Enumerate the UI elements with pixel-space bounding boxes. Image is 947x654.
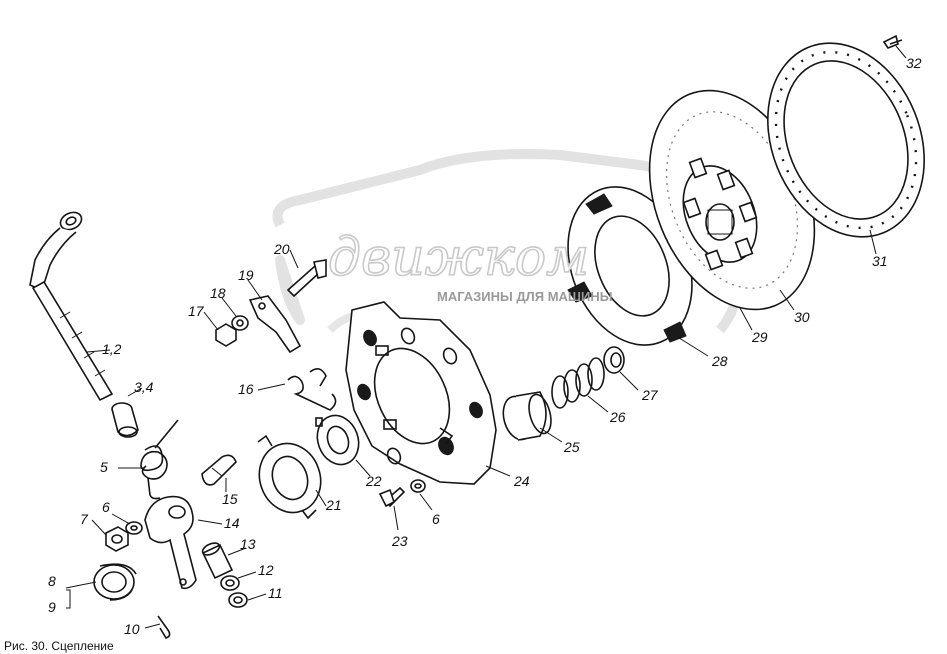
callout-23: 23	[391, 533, 408, 549]
bolt-part-20	[286, 259, 327, 298]
friction-facing-part-31	[767, 42, 925, 238]
release-bearing-part-8	[93, 563, 137, 601]
pressure-plate-cover-part-24	[345, 301, 497, 485]
return-spring-part-5	[140, 419, 179, 500]
leader-lines	[65, 45, 907, 629]
spring-clip-part-16	[287, 368, 337, 411]
callout-bracket-8-9	[66, 589, 71, 609]
watermark-tagline: МАГАЗИНЫ ДЛЯ МАШИНЫ	[437, 289, 612, 304]
callout-28: 28	[711, 353, 728, 369]
washer-part-18	[231, 315, 249, 331]
callout-14: 14	[224, 515, 240, 531]
callout-29: 29	[751, 329, 768, 345]
callout-30: 30	[794, 309, 810, 325]
callouts: 1,2 3,4 5 6 7 8 9 10 11 12 13 14 15 16 1…	[48, 55, 922, 637]
plug-part-15	[201, 454, 237, 486]
callout-32: 32	[906, 55, 922, 71]
callout-6a: 6	[102, 499, 110, 515]
washer-part-11	[228, 592, 248, 608]
bushing-part-3-4	[111, 402, 139, 438]
callout-1-2: 1,2	[102, 341, 122, 357]
bracket-part-19	[248, 295, 302, 354]
callout-16: 16	[238, 381, 254, 397]
pressure-spring-part-26	[551, 357, 605, 409]
callout-19: 19	[238, 267, 254, 283]
washer-part-6a	[125, 521, 143, 535]
release-lever-part-14	[144, 495, 197, 590]
callout-7: 7	[80, 511, 89, 527]
nut-part-17	[215, 323, 237, 347]
callout-26: 26	[609, 409, 626, 425]
retainer-part-22	[315, 414, 360, 466]
callout-31: 31	[872, 253, 888, 269]
callout-27: 27	[641, 387, 659, 403]
watermark-brand: движком	[328, 228, 589, 288]
washer-part-12	[220, 575, 240, 591]
callout-10: 10	[124, 621, 140, 637]
figure-caption: Рис. 30. Сцепление	[4, 639, 114, 653]
callout-12: 12	[258, 562, 274, 578]
callout-11: 11	[268, 585, 283, 601]
callout-25: 25	[563, 439, 580, 455]
spring-cup-part-27	[603, 346, 625, 374]
bolt-part-23	[378, 486, 406, 508]
bushing-part-25	[502, 391, 552, 441]
cotter-pin-part-10	[157, 615, 171, 639]
pin-part-13	[201, 542, 234, 580]
callout-20: 20	[273, 241, 290, 257]
callout-9: 9	[48, 599, 56, 615]
rivet-part-32	[882, 34, 903, 49]
callout-24: 24	[513, 473, 530, 489]
callout-3-4: 3,4	[134, 379, 154, 395]
callout-17: 17	[188, 303, 205, 319]
callout-13: 13	[240, 536, 256, 552]
nut-part-7	[105, 526, 129, 552]
clutch-shaft-part-1-2	[29, 211, 114, 402]
sleeve-part-21	[257, 434, 322, 520]
callout-8: 8	[48, 573, 56, 589]
callout-22: 22	[365, 473, 382, 489]
callout-21: 21	[325, 497, 342, 513]
callout-15: 15	[222, 491, 238, 507]
washer-part-6b	[410, 479, 426, 493]
callout-18: 18	[210, 285, 226, 301]
callout-5: 5	[100, 459, 108, 475]
callout-6b: 6	[432, 511, 440, 527]
